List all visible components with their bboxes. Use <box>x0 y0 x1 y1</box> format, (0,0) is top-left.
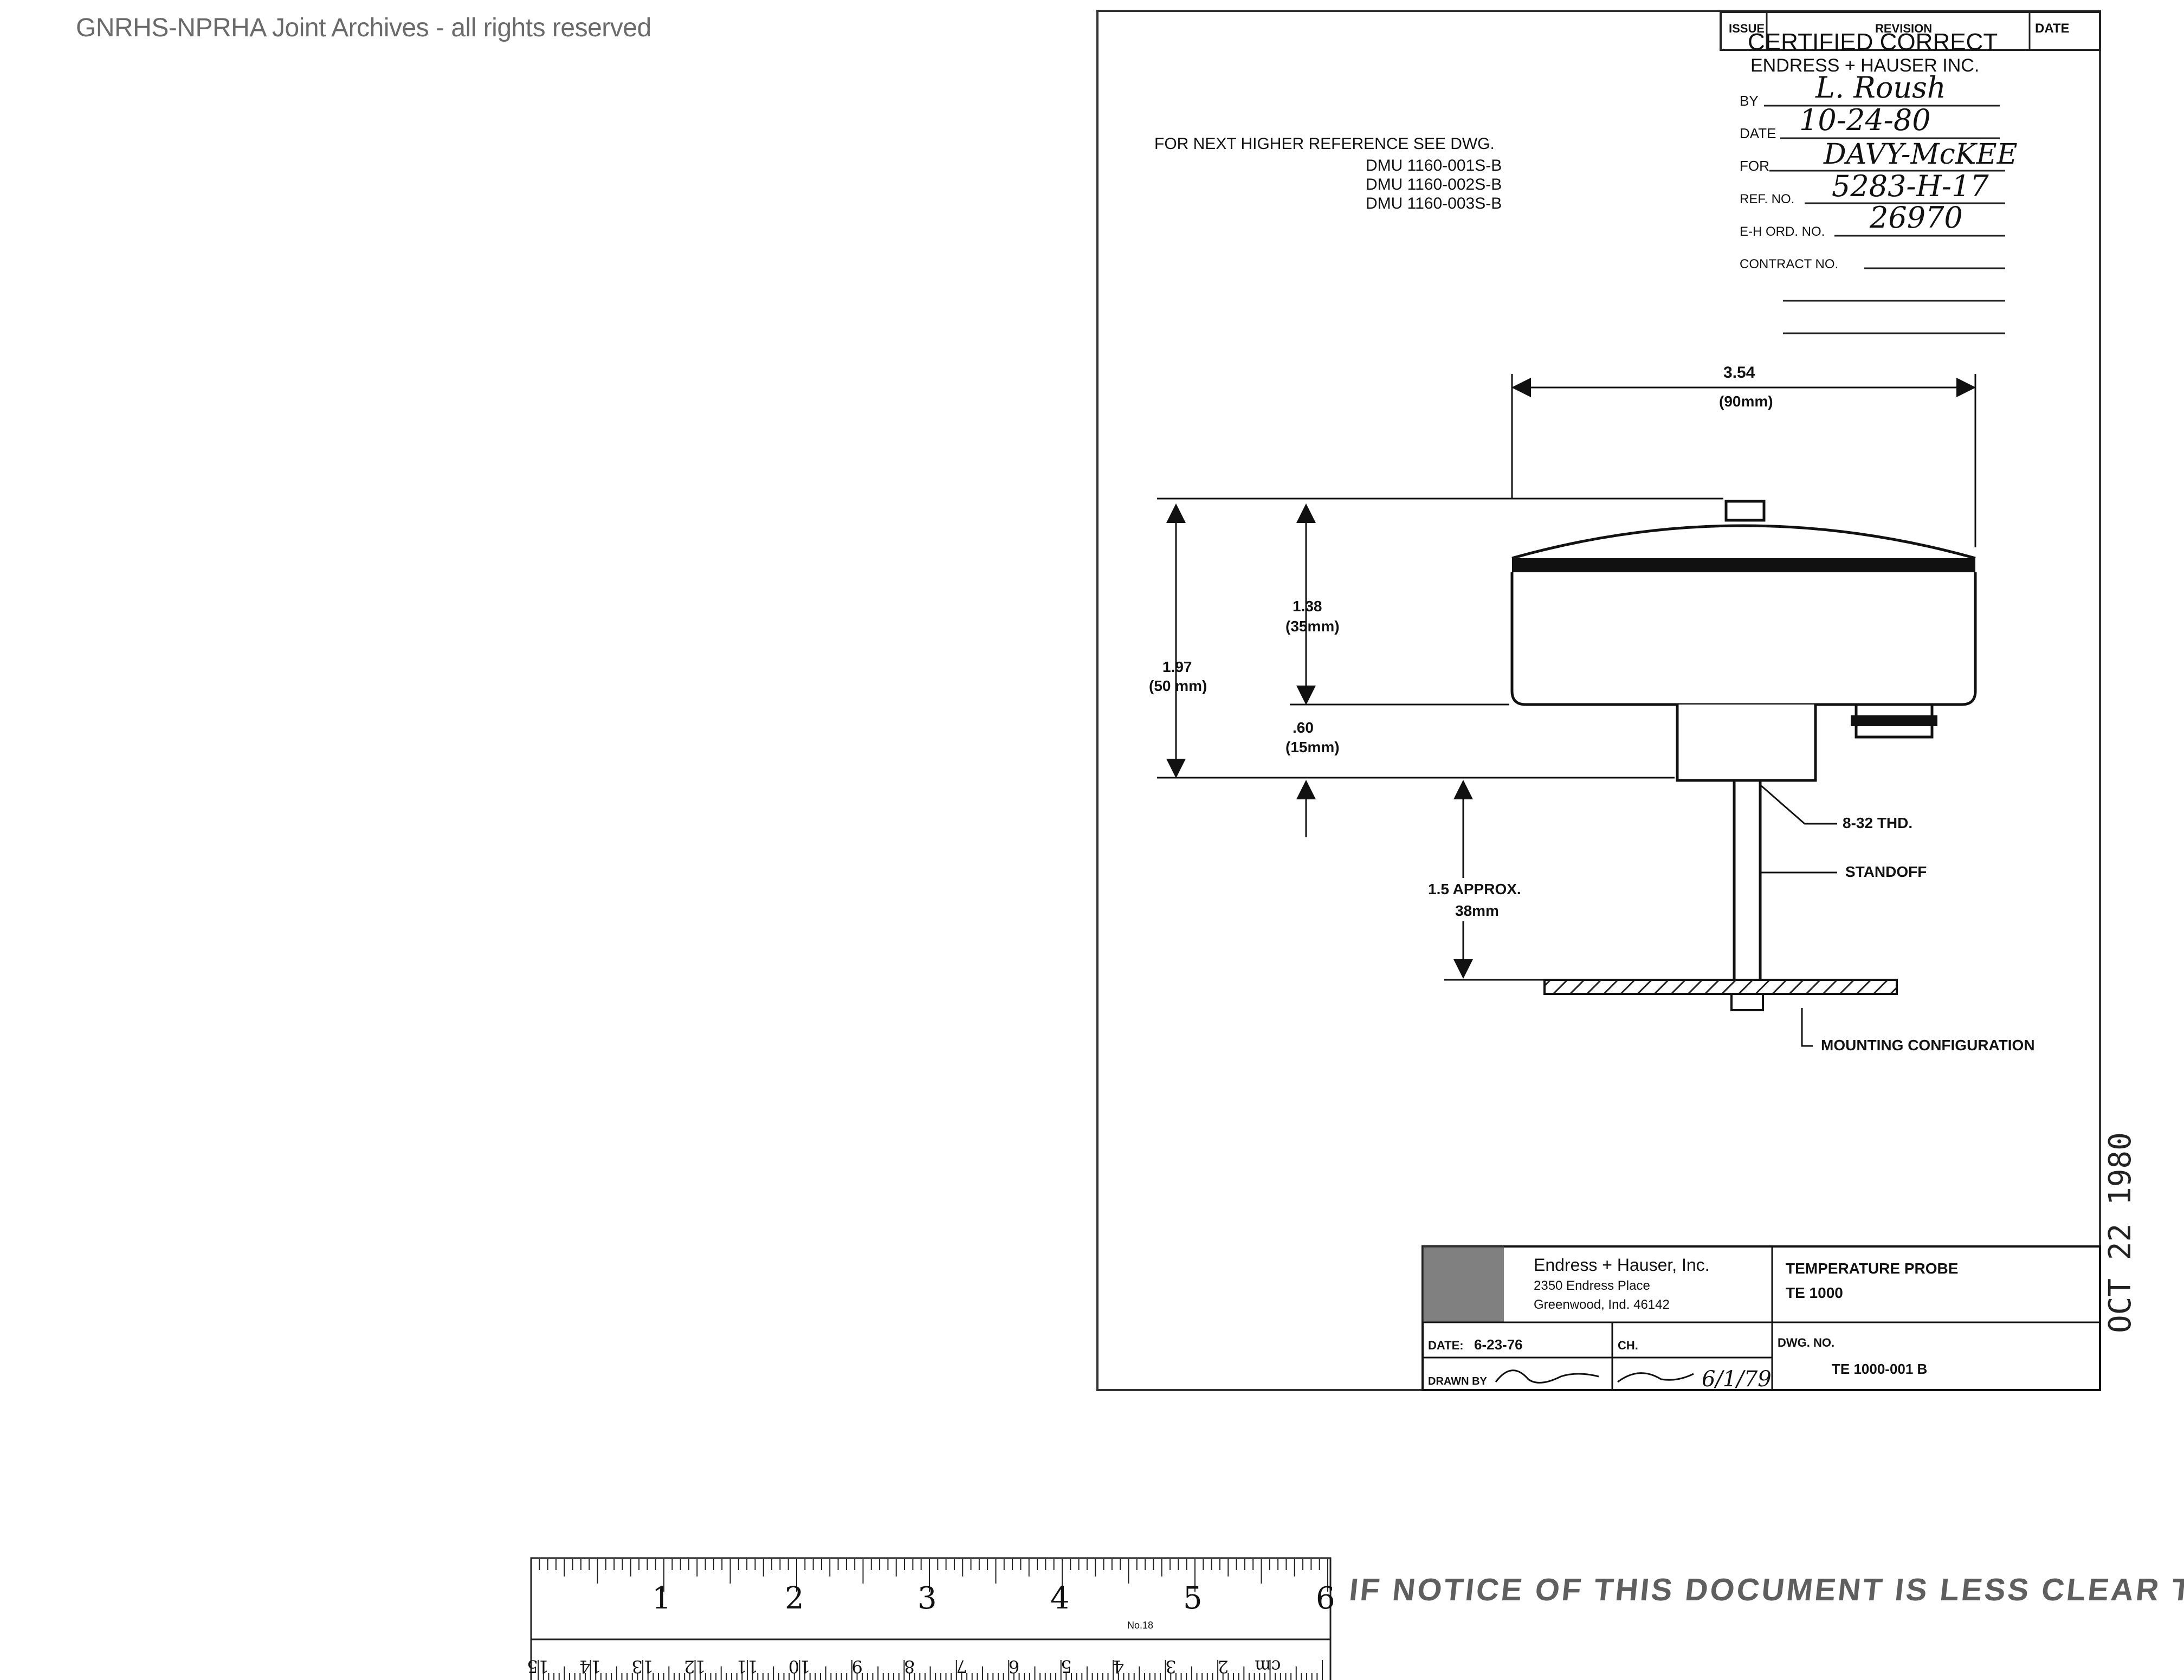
checked-signature <box>1617 1372 1694 1383</box>
quality-notice: IF NOTICE OF THIS DOCUMENT IS LESS CLEAR… <box>1347 1572 2184 1607</box>
cert-by-label: BY <box>1740 93 1759 109</box>
revision-block: ISSUE REVISION DATE <box>1720 11 2101 51</box>
mounting-plate <box>1543 979 1898 995</box>
ruler-cm-label: 11 <box>736 1656 758 1677</box>
ruler-cm-label: 10 <box>789 1656 811 1677</box>
ruler-cm-label: 15 <box>527 1656 549 1677</box>
cert-eh-value: 26970 <box>1869 201 1963 235</box>
cert-ref-label: REF. NO. <box>1740 192 1794 206</box>
received-date-stamp: OCT 22 1980 <box>2103 1132 2138 1333</box>
standoff-in: 1.5 APPROX. <box>1428 881 1521 897</box>
cert-ref-value: 5283-H-17 <box>1832 169 1989 203</box>
ruler-inch-label: 1 <box>652 1581 671 1616</box>
company-address-2: Greenwood, Ind. 46142 <box>1534 1297 1670 1312</box>
base-in: .60 <box>1293 719 1314 736</box>
tb-drawn-label: DRAWN BY <box>1428 1375 1488 1387</box>
dome-cap <box>1511 524 1976 560</box>
ruler-maker: No.18 <box>1127 1620 1153 1631</box>
callouts: 8-32 THD. STANDOFF MOUNTING CONFIGURATIO… <box>1761 785 2035 1054</box>
company-address-1: 2350 Endress Place <box>1534 1278 1650 1293</box>
date-header: DATE <box>2035 21 2070 36</box>
reference-dwg-3: DMU 1160-003S-B <box>1366 195 1502 212</box>
cert-eh-label: E-H ORD. NO. <box>1740 224 1825 239</box>
ruler-cm-label: 12 <box>684 1656 706 1677</box>
tb-date-label: DATE: <box>1428 1339 1464 1352</box>
reference-dwg-1: DMU 1160-001S-B <box>1366 157 1502 175</box>
cert-by-signature: L. Roush <box>1815 70 1946 105</box>
revision-header: REVISION <box>1875 22 1932 35</box>
total-mm: (50 mm) <box>1149 677 1207 694</box>
probe-body <box>1510 500 1977 1011</box>
ruler-inch-label: 5 <box>1183 1581 1203 1616</box>
ruler-cm-label: 4 <box>1113 1656 1124 1677</box>
ruler-cm-label: 8 <box>904 1656 915 1677</box>
cert-for-label: FOR <box>1740 158 1769 174</box>
width-dimension: 3.54 (90mm) <box>1511 364 1976 547</box>
certification-stamp: CERTIFIED CORRECT ENDRESS + HAUSER INC. … <box>1740 29 2018 334</box>
width-mm: (90mm) <box>1719 393 1773 410</box>
ruler-inch-label: 2 <box>785 1581 804 1616</box>
reference-dwg-2: DMU 1160-002S-B <box>1366 176 1502 193</box>
body-mm: (35mm) <box>1285 618 1340 635</box>
connector-nut <box>1851 715 1937 726</box>
title-block: Endress + Hauser, Inc. 2350 Endress Plac… <box>1421 1245 2101 1392</box>
ruler-cm-label: 5 <box>1061 1656 1071 1677</box>
body-in: 1.38 <box>1293 598 1322 615</box>
standoff-callout: STANDOFF <box>1845 863 1927 880</box>
ruler-cm-label: 9 <box>852 1656 863 1677</box>
ruler-inch-label: 6 <box>1316 1581 1335 1616</box>
width-in: 3.54 <box>1723 364 1755 382</box>
ruler-cm-label: cm <box>1255 1656 1281 1677</box>
reference-note: FOR NEXT HIGHER REFERENCE SEE DWG. DMU 1… <box>1154 135 1502 212</box>
drawn-by-signature <box>1495 1369 1599 1384</box>
total-in: 1.97 <box>1162 658 1192 675</box>
ruler-cm-label: 6 <box>1009 1656 1019 1677</box>
tb-dwg-value: TE 1000-001 B <box>1832 1361 1927 1377</box>
cert-date-label: DATE <box>1740 125 1776 141</box>
base-mm: (15mm) <box>1285 739 1340 755</box>
issue-header: ISSUE <box>1729 22 1765 35</box>
standoff-mm: 38mm <box>1455 902 1499 919</box>
mounting-callout: MOUNTING CONFIGURATION <box>1821 1037 2035 1054</box>
tb-dwg-label: DWG. NO. <box>1778 1336 1834 1349</box>
base-neck <box>1676 705 1817 782</box>
mount-nut <box>1730 993 1764 1011</box>
ruler-inch-label: 4 <box>1050 1581 1070 1616</box>
vertical-dimensions: 1.38 (35mm) 1.97 (50 mm) .60 (15mm) 1.5 … <box>1149 497 1723 981</box>
ruler-cm-label: 14 <box>579 1656 602 1677</box>
ruler-inch-label: 3 <box>917 1581 937 1616</box>
top-knob <box>1724 500 1766 522</box>
ruler-cm-label: 2 <box>1218 1656 1229 1677</box>
tb-ch-label: CH. <box>1618 1339 1638 1352</box>
tb-date-value: 6-23-76 <box>1474 1336 1523 1353</box>
cert-date-value: 10-24-80 <box>1799 103 1931 137</box>
company-name: Endress + Hauser, Inc. <box>1534 1255 1710 1275</box>
thread-callout: 8-32 THD. <box>1843 815 1912 831</box>
drawing-title-1: TEMPERATURE PROBE <box>1786 1260 1958 1277</box>
cert-contract-label: CONTRACT NO. <box>1740 257 1838 272</box>
ruler-cm-label: 3 <box>1165 1656 1176 1677</box>
ruler-cm-label: 7 <box>956 1656 967 1677</box>
reference-note-text: FOR NEXT HIGHER REFERENCE SEE DWG. <box>1154 135 1495 153</box>
drawing-title-2: TE 1000 <box>1786 1284 1843 1301</box>
cap-band <box>1512 558 1975 572</box>
company-logo <box>1423 1246 1504 1322</box>
cert-company: ENDRESS + HAUSER INC. <box>1750 55 1979 76</box>
housing <box>1510 572 1977 706</box>
archive-header: GNRHS-NPRHA Joint Archives - all rights … <box>76 14 651 42</box>
tb-drawn-date: 6/1/79 <box>1702 1367 1772 1392</box>
cert-title: CERTIFIED CORRECT <box>1748 29 1998 55</box>
ruler-cm-label: 13 <box>631 1656 654 1677</box>
cert-for-value: DAVY-McKEE <box>1823 138 2018 171</box>
